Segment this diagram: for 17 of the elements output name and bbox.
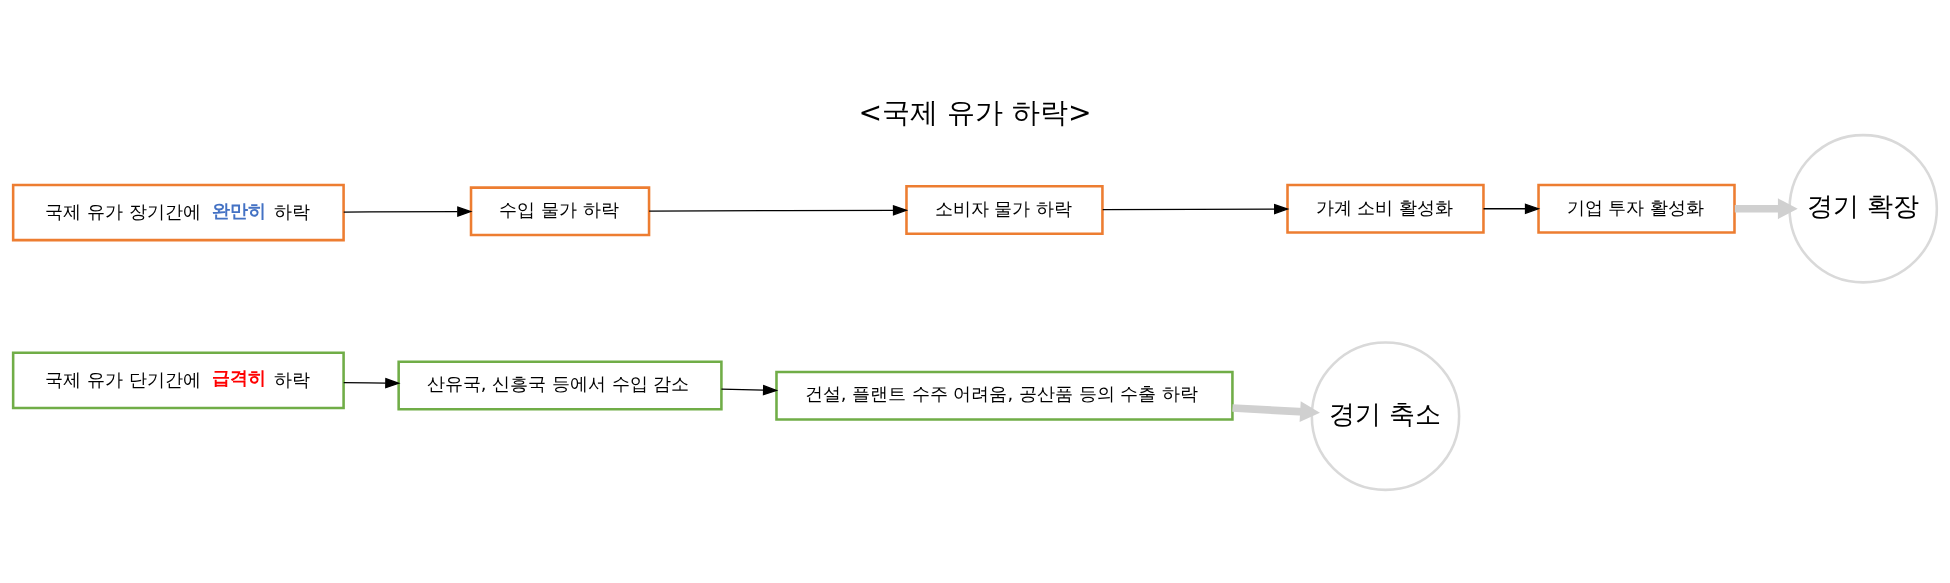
arrow (1102, 203, 1290, 214)
node-box: 국제 유가 단기간에 급격히 하락 (11, 351, 345, 409)
node-box: 산유국, 신흥국 등에서 수입 감소 (397, 360, 723, 410)
node-box: 건설, 플랜트 수주 어려움, 공산품 등의 수출 하락 (775, 370, 1234, 421)
arrow (343, 377, 401, 389)
arrow (720, 384, 779, 396)
arrow (648, 204, 909, 216)
node-box: 기업 투자 활성화 (1537, 183, 1736, 234)
node-circle: 경기 축소 (1310, 340, 1461, 491)
node-circle: 경기 확장 (1788, 133, 1939, 284)
node-box: 가계 소비 활성화 (1286, 183, 1485, 234)
diagram-title: <국제 유가 하락> (858, 95, 1092, 129)
node-box: 소비자 물가 하락 (905, 184, 1104, 235)
node-box: 수입 물가 하락 (469, 185, 651, 236)
arrow (1482, 202, 1541, 214)
node-box: 국제 유가 장기간에 완만히 하락 (11, 183, 345, 241)
arrow (343, 205, 473, 217)
